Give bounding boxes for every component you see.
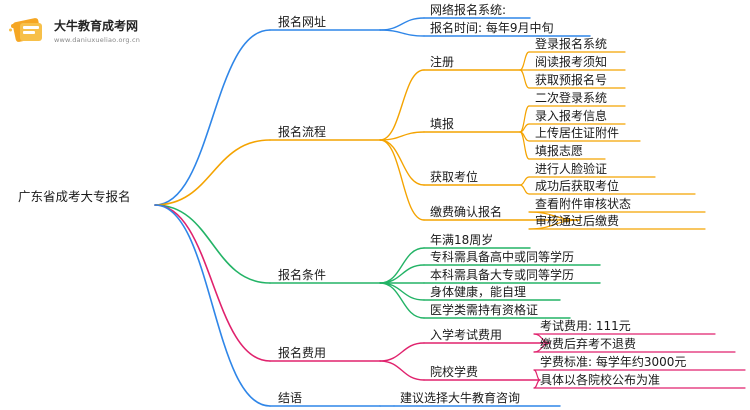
logo-url: www.daniuxueliao.org.cn [54, 36, 141, 44]
branch-connector [154, 139, 271, 206]
branch-connector [154, 204, 271, 362]
item-label-3-0: 入学考试费用 [430, 327, 502, 342]
subitem-label-3-1-0: 学费标准: 每学年约3000元 [540, 354, 686, 369]
branch-connector [154, 204, 271, 407]
branch-label-2: 报名条件 [278, 267, 326, 282]
root-label: 广东省成考大专报名 [18, 189, 131, 204]
item-connector [379, 264, 425, 284]
item-label-4-0: 建议选择大牛教育咨询 [400, 390, 520, 405]
item-connector [379, 139, 425, 221]
item-connector [379, 131, 425, 141]
item-connector [379, 17, 425, 31]
subitem-label-1-1-3: 填报志愿 [535, 143, 583, 158]
item-connector [379, 360, 425, 381]
subitem-connector [519, 69, 530, 89]
subitem-label-1-2-1: 成功后获取考位 [535, 178, 619, 193]
branch-label-3: 报名费用 [278, 345, 326, 360]
item-label-2-2: 本科需具备大专或同等学历 [430, 267, 574, 282]
item-label-1-2: 获取考位 [430, 169, 478, 184]
subitem-connector [519, 51, 530, 71]
subitem-connector [519, 131, 530, 160]
subitem-label-1-0-2: 获取预报名号 [535, 72, 607, 87]
item-label-3-1: 院校学费 [430, 364, 478, 379]
item-label-2-1: 专科需具备高中或同等学历 [430, 249, 574, 264]
subitem-label-3-1-1: 具体以各院校公布为准 [540, 372, 660, 387]
subitem-connector [519, 184, 530, 195]
subitem-label-1-0-0: 登录报名系统 [535, 36, 607, 51]
item-label-1-0: 注册 [430, 54, 454, 69]
item-connector [379, 282, 425, 301]
item-connector [379, 69, 425, 141]
branch-label-0: 报名网址 [278, 14, 326, 29]
item-label-2-4: 医学类需持有资格证 [430, 302, 538, 317]
item-connector [379, 139, 425, 186]
subitem-label-1-3-0: 查看附件审核状态 [535, 196, 631, 211]
branch-label-4: 结语 [278, 391, 302, 405]
subitem-label-1-1-2: 上传居住证附件 [535, 125, 619, 140]
subitem-label-1-1-1: 录入报考信息 [535, 108, 607, 123]
branch-connector [154, 204, 271, 284]
item-label-0-0: 网络报名系统: [430, 2, 506, 17]
subitem-label-3-0-0: 考试费用: 111元 [540, 318, 631, 333]
item-label-0-1: 报名时间: 每年9月中旬 [430, 20, 554, 35]
item-connector [379, 342, 425, 362]
subitem-label-1-3-1: 审核通过后缴费 [535, 213, 619, 228]
book-stack-icon [9, 18, 42, 42]
site-logo: 大牛教育成考网 www.daniuxueliao.org.cn [8, 10, 178, 50]
subitem-label-1-2-0: 进行人脸验证 [535, 161, 607, 176]
item-connector [379, 282, 425, 319]
item-label-2-3: 身体健康，能自理 [430, 284, 526, 299]
subitem-label-1-0-1: 阅读报考须知 [535, 54, 607, 69]
item-connector [379, 29, 425, 37]
logo-title: 大牛教育成考网 [54, 19, 139, 33]
item-label-2-0: 年满18周岁 [430, 232, 493, 247]
item-label-1-3: 缴费确认报名 [430, 204, 502, 219]
branch-connector [154, 29, 271, 206]
subitem-label-1-1-0: 二次登录系统 [535, 90, 607, 105]
subitem-label-3-0-1: 缴费后弃考不退费 [540, 336, 636, 351]
branch-label-1: 报名流程 [278, 124, 326, 139]
item-label-1-1: 填报 [430, 116, 454, 131]
subitem-connector [519, 176, 530, 186]
